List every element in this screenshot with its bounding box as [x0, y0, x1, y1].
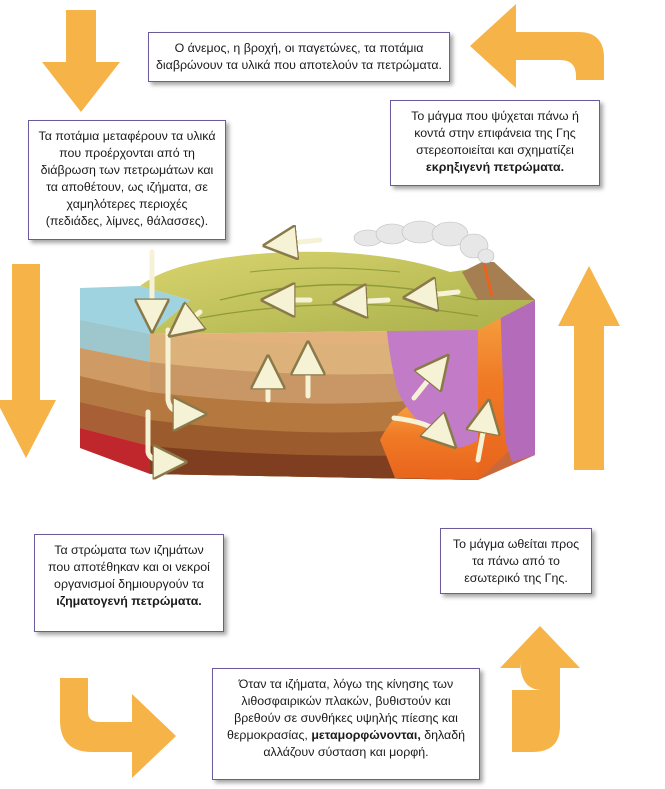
metamorphic-bold: μεταμορφώνονται, — [311, 728, 421, 742]
sediment-bold: ιζηματογενή πετρώματα. — [56, 594, 202, 608]
metamorphic-text-after: δηλαδή αλλάζουν σύσταση και μορφή. — [263, 728, 465, 759]
erosion-text: Ο άνεμος, η βροχή, οι παγετώνες, τα ποτά… — [156, 41, 442, 72]
metamorphic-box: Όταν τα ιζήματα, λόγω της κίνησης των λι… — [212, 668, 480, 780]
arrow-top-right-icon — [470, 4, 604, 88]
arrow-bottom-left-icon — [60, 678, 176, 778]
sediment-text: Τα στρώματα των ιζημάτων που αποτέθηκαν … — [48, 543, 210, 591]
arrow-bottom-right-icon — [500, 626, 580, 752]
arrow-left-down-icon — [0, 264, 56, 458]
volcanic-bold: εκρηξιγενή πετρώματα. — [425, 160, 565, 174]
sediment-box: Τα στρώματα των ιζημάτων που αποτέθηκαν … — [34, 534, 224, 632]
arrow-right-up-icon — [558, 266, 620, 470]
volcano-cone — [462, 262, 535, 300]
rivers-text: Τα ποτάμια μεταφέρουν τα υλικά που προέρ… — [38, 129, 216, 228]
arrow-top-left-icon — [42, 10, 120, 112]
magma-box: Το μάγμα ωθείται προς τα πάνω από το εσω… — [440, 528, 592, 594]
volcanic-box: Το μάγμα που ψύχεται πάνω ή κοντά στην ε… — [390, 100, 600, 186]
metamorphic-text: Όταν τα ιζήματα, λόγω της κίνησης των λι… — [227, 677, 458, 742]
ash-cloud — [353, 220, 495, 264]
volcanic-text: Το μάγμα που ψύχεται πάνω ή κοντά στην ε… — [411, 109, 579, 157]
magma-text: Το μάγμα ωθείται προς τα πάνω από το εσω… — [452, 537, 580, 585]
erosion-box: Ο άνεμος, η βροχή, οι παγετώνες, τα ποτά… — [148, 32, 450, 82]
rivers-box: Τα ποτάμια μεταφέρουν τα υλικά που προέρ… — [28, 120, 226, 240]
flow-arrows — [148, 240, 486, 462]
